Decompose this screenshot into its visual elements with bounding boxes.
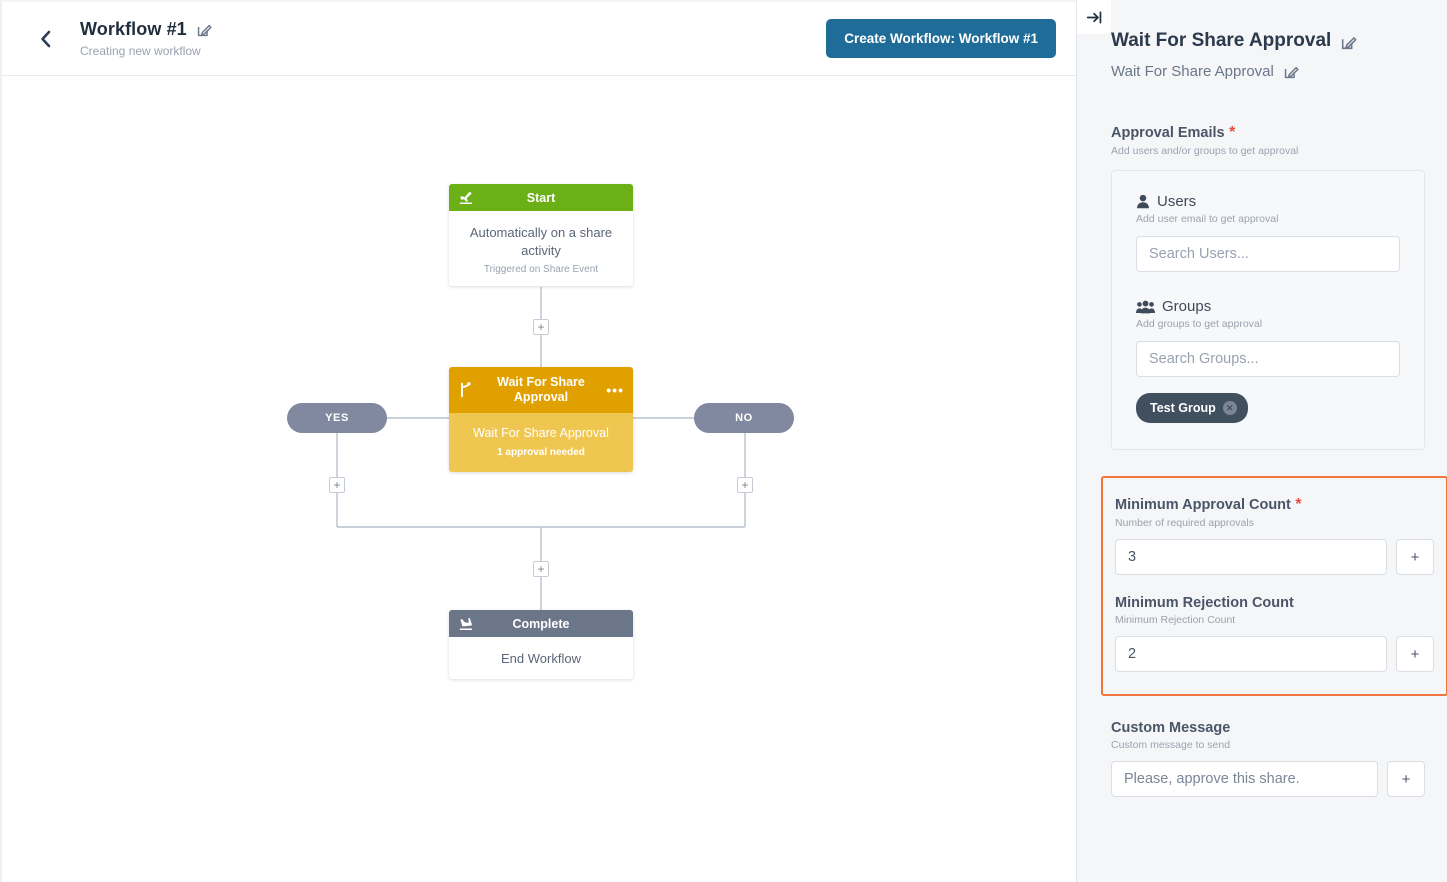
min-rejection-plus-button[interactable]: +	[1396, 636, 1434, 672]
search-groups-input[interactable]	[1136, 341, 1400, 377]
custom-message-label: Custom Message	[1111, 720, 1231, 736]
collapse-panel-button[interactable]	[1077, 0, 1111, 34]
min-approval-stepper: +	[1115, 539, 1434, 575]
panel-subtitle-row: Wait For Share Approval	[1111, 63, 1425, 80]
back-button[interactable]	[30, 24, 60, 54]
approval-emails-section: Approval Emails * Add users and/or group…	[1111, 124, 1425, 450]
search-users-input[interactable]	[1136, 236, 1400, 272]
min-approval-section: Minimum Approval Count * Number of requi…	[1115, 496, 1434, 575]
panel-title-row: Wait For Share Approval	[1111, 30, 1425, 52]
node-start-description: Automatically on a share activity	[469, 225, 613, 258]
node-complete-description: End Workflow	[501, 651, 581, 666]
group-chip-test-group[interactable]: Test Group ✕	[1136, 393, 1248, 423]
min-approval-hint: Number of required approvals	[1115, 517, 1254, 529]
add-step-button-before-complete[interactable]	[533, 561, 549, 577]
approval-emails-label-row: Approval Emails *	[1111, 124, 1425, 142]
groups-title: Groups	[1162, 298, 1212, 315]
page-title: Workflow #1	[80, 19, 187, 39]
approval-emails-hint: Add users and/or groups to get approval	[1111, 145, 1299, 157]
page-subtitle: Creating new workflow	[80, 44, 201, 58]
node-approval-body: Wait For Share Approval 1 approval neede…	[449, 413, 633, 472]
users-header: Users	[1136, 193, 1400, 210]
node-approval-title: Wait For Share Approval	[497, 374, 585, 404]
plane-takeoff-icon	[459, 191, 475, 205]
node-start-trigger: Triggered on Share Event	[483, 264, 599, 276]
close-icon[interactable]: ✕	[1222, 401, 1237, 415]
branch-label-yes[interactable]: YES	[287, 403, 387, 433]
collapse-panel-icon	[1086, 11, 1101, 23]
workflow-canvas[interactable]: Start Automatically on a share activity …	[2, 76, 1076, 882]
min-rejection-stepper: +	[1115, 636, 1434, 672]
min-rejection-label: Minimum Rejection Count	[1115, 595, 1294, 611]
node-approval-count: 1 approval needed	[497, 446, 585, 458]
node-complete-header: Complete	[449, 610, 633, 637]
node-complete-body: End Workflow	[449, 637, 633, 679]
groups-header: Groups	[1136, 298, 1400, 315]
node-complete-title: Complete	[512, 616, 570, 631]
top-bar: Workflow #1 Creating new workflow Create…	[2, 2, 1076, 76]
node-approval-header: Wait For Share Approval •••	[449, 367, 633, 413]
min-rejection-section: Minimum Rejection Count Minimum Rejectio…	[1115, 595, 1434, 672]
create-workflow-button[interactable]: Create Workflow: Workflow #1	[826, 19, 1056, 58]
add-step-button-after-start[interactable]	[533, 319, 549, 335]
node-start-body: Automatically on a share activity Trigge…	[449, 211, 633, 287]
groups-hint: Add groups to get approval	[1136, 318, 1263, 330]
users-hint: Add user email to get approval	[1136, 213, 1279, 225]
min-rejection-hint: Minimum Rejection Count	[1115, 614, 1236, 626]
user-icon	[1136, 194, 1150, 209]
node-start-title: Start	[526, 190, 556, 205]
node-start[interactable]: Start Automatically on a share activity …	[449, 184, 633, 287]
panel-content: Wait For Share Approval Wait For Share A…	[1077, 0, 1447, 797]
min-approval-input[interactable]	[1115, 539, 1387, 575]
users-title: Users	[1157, 193, 1197, 210]
users-group-icon	[1136, 300, 1155, 314]
min-approval-label: Minimum Approval Count	[1115, 497, 1291, 513]
add-step-button-no-branch[interactable]	[737, 477, 753, 493]
title-row: Workflow #1	[80, 19, 826, 40]
chevron-left-icon	[40, 30, 50, 47]
main-column: Workflow #1 Creating new workflow Create…	[0, 0, 1076, 882]
panel-subtitle-edit-icon[interactable]	[1283, 63, 1300, 80]
approval-emails-label: Approval Emails	[1111, 125, 1225, 141]
required-marker: *	[1229, 124, 1236, 141]
custom-message-row: +	[1111, 761, 1425, 797]
properties-panel: Wait For Share Approval Wait For Share A…	[1076, 0, 1447, 882]
custom-message-section: Custom Message Custom message to send +	[1111, 720, 1425, 797]
node-start-header: Start	[449, 184, 633, 211]
node-complete[interactable]: Complete End Workflow	[449, 610, 633, 679]
title-block: Workflow #1 Creating new workflow	[80, 19, 826, 58]
node-wait-for-share-approval[interactable]: Wait For Share Approval ••• Wait For Sha…	[449, 367, 633, 472]
plane-landing-icon	[459, 617, 475, 631]
approval-counts-highlight: Minimum Approval Count * Number of requi…	[1101, 476, 1447, 696]
branch-label-no[interactable]: NO	[694, 403, 794, 433]
panel-subtitle: Wait For Share Approval	[1111, 63, 1274, 80]
panel-title: Wait For Share Approval	[1111, 30, 1332, 51]
custom-message-hint: Custom message to send	[1111, 739, 1231, 751]
min-approval-label-row: Minimum Approval Count *	[1115, 496, 1434, 514]
required-marker: *	[1295, 496, 1302, 513]
node-approval-description: Wait For Share Approval	[473, 426, 609, 440]
custom-message-plus-button[interactable]: +	[1387, 761, 1425, 797]
custom-message-input[interactable]	[1111, 761, 1378, 797]
min-approval-plus-button[interactable]: +	[1396, 539, 1434, 575]
ellipsis-icon[interactable]: •••	[606, 382, 624, 398]
edit-pencil-icon[interactable]	[196, 21, 213, 38]
add-step-button-yes-branch[interactable]	[329, 477, 345, 493]
panel-title-edit-icon[interactable]	[1340, 33, 1357, 50]
min-rejection-input[interactable]	[1115, 636, 1387, 672]
branch-icon	[459, 382, 472, 398]
group-chip-label: Test Group	[1150, 401, 1216, 415]
approval-emails-card: Users Add user email to get approval	[1111, 170, 1425, 450]
